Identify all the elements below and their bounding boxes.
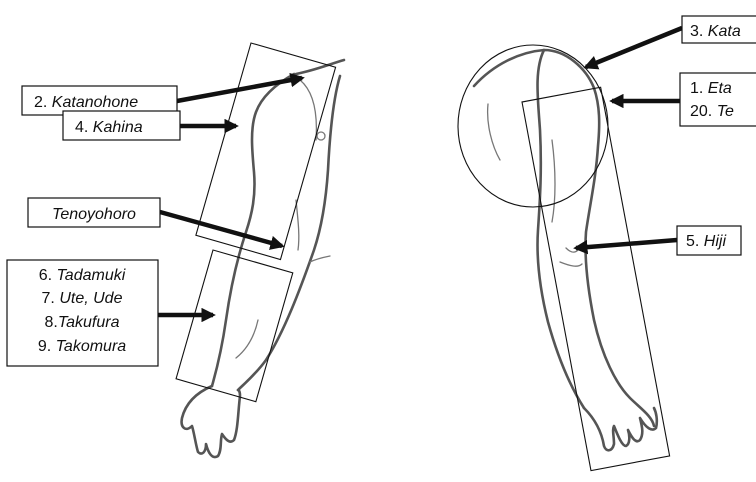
- left-arm-sketch: [182, 60, 344, 457]
- label-hiji: 5. Hiji: [677, 226, 741, 255]
- arrow-hiji: [576, 240, 677, 248]
- arrows: [158, 28, 682, 315]
- label-kahina: 4. Kahina: [63, 111, 180, 140]
- right-arm-sketch: [474, 50, 657, 450]
- svg-text:4. Kahina: 4. Kahina: [75, 119, 143, 136]
- label-kata: 3. Kata: [682, 16, 756, 43]
- label-eta-te: 1. Eta 20. Te: [680, 73, 756, 126]
- label-tenoyohoro: Tenoyohoro: [28, 198, 160, 227]
- svg-text:2. Katanohone: 2. Katanohone: [34, 94, 138, 111]
- svg-text:1. Eta: 1. Eta: [690, 80, 732, 97]
- arrow-tenoyohoro: [160, 212, 282, 246]
- arrow-kata: [586, 28, 682, 67]
- svg-text:9. Takomura: 9. Takomura: [38, 338, 126, 355]
- svg-text:Tenoyohoro: Tenoyohoro: [52, 206, 136, 223]
- svg-text:20. Te: 20. Te: [690, 103, 734, 120]
- shoulder-circle: [458, 45, 608, 207]
- svg-text:8.Takufura: 8.Takufura: [44, 314, 119, 331]
- svg-text:6. Tadamuki: 6. Tadamuki: [39, 267, 126, 284]
- svg-text:5. Hiji: 5. Hiji: [686, 233, 726, 250]
- svg-text:3. Kata: 3. Kata: [690, 23, 741, 40]
- label-forearm-terms: 6. Tadamuki 7. Ute, Ude 8.Takufura 9. Ta…: [7, 260, 158, 366]
- svg-text:7. Ute, Ude: 7. Ute, Ude: [42, 290, 123, 307]
